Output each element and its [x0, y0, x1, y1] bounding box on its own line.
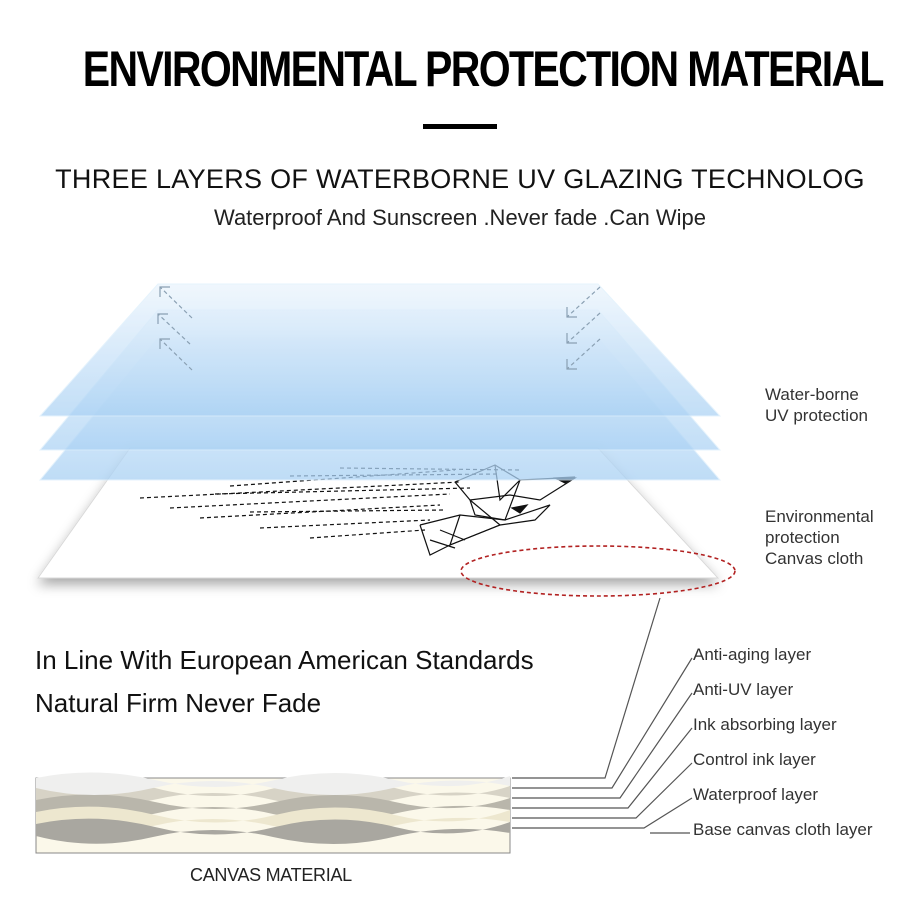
page-title: ENVIRONMENTAL PROTECTION MATERIAL [82, 41, 885, 97]
tagline: Waterproof And Sunscreen .Never fade .Ca… [214, 205, 706, 230]
standards-line-1: In Line With European American Standards [35, 645, 534, 675]
water-borne-line-1: Water-borne [765, 385, 859, 404]
layer-label-waterproof: Waterproof layer [693, 785, 819, 804]
layer-label-base-canvas: Base canvas cloth layer [693, 820, 873, 839]
canvas-cloth-label: Environmental protection Canvas cloth [765, 506, 874, 569]
canvas-material-label: CANVAS MATERIAL [190, 865, 352, 885]
canvas-cloth-line-3: Canvas cloth [765, 549, 864, 568]
glaze-arrows [157, 286, 601, 371]
glaze-layer-top [38, 283, 722, 417]
standards-line-2: Natural Firm Never Fade [35, 688, 322, 718]
layer-leader-lines [512, 597, 693, 834]
layer-label-anti-uv: Anti-UV layer [693, 680, 794, 699]
subtitle: THREE LAYERS OF WATERBORNE UV GLAZING TE… [55, 164, 865, 194]
water-borne-line-2: UV protection [765, 406, 868, 425]
layer-label-ink-absorbing: Ink absorbing layer [693, 715, 837, 734]
water-borne-label: Water-borne UV protection [765, 384, 868, 426]
layer-label-anti-aging: Anti-aging layer [693, 645, 812, 664]
canvas-cloth-line-1: Environmental [765, 507, 874, 526]
layer-label-control-ink: Control ink layer [693, 750, 816, 769]
title-divider [423, 124, 497, 129]
highlight-ellipse [460, 545, 736, 597]
canvas-cross-section [35, 772, 511, 854]
canvas-cloth-line-2: protection [765, 528, 840, 547]
